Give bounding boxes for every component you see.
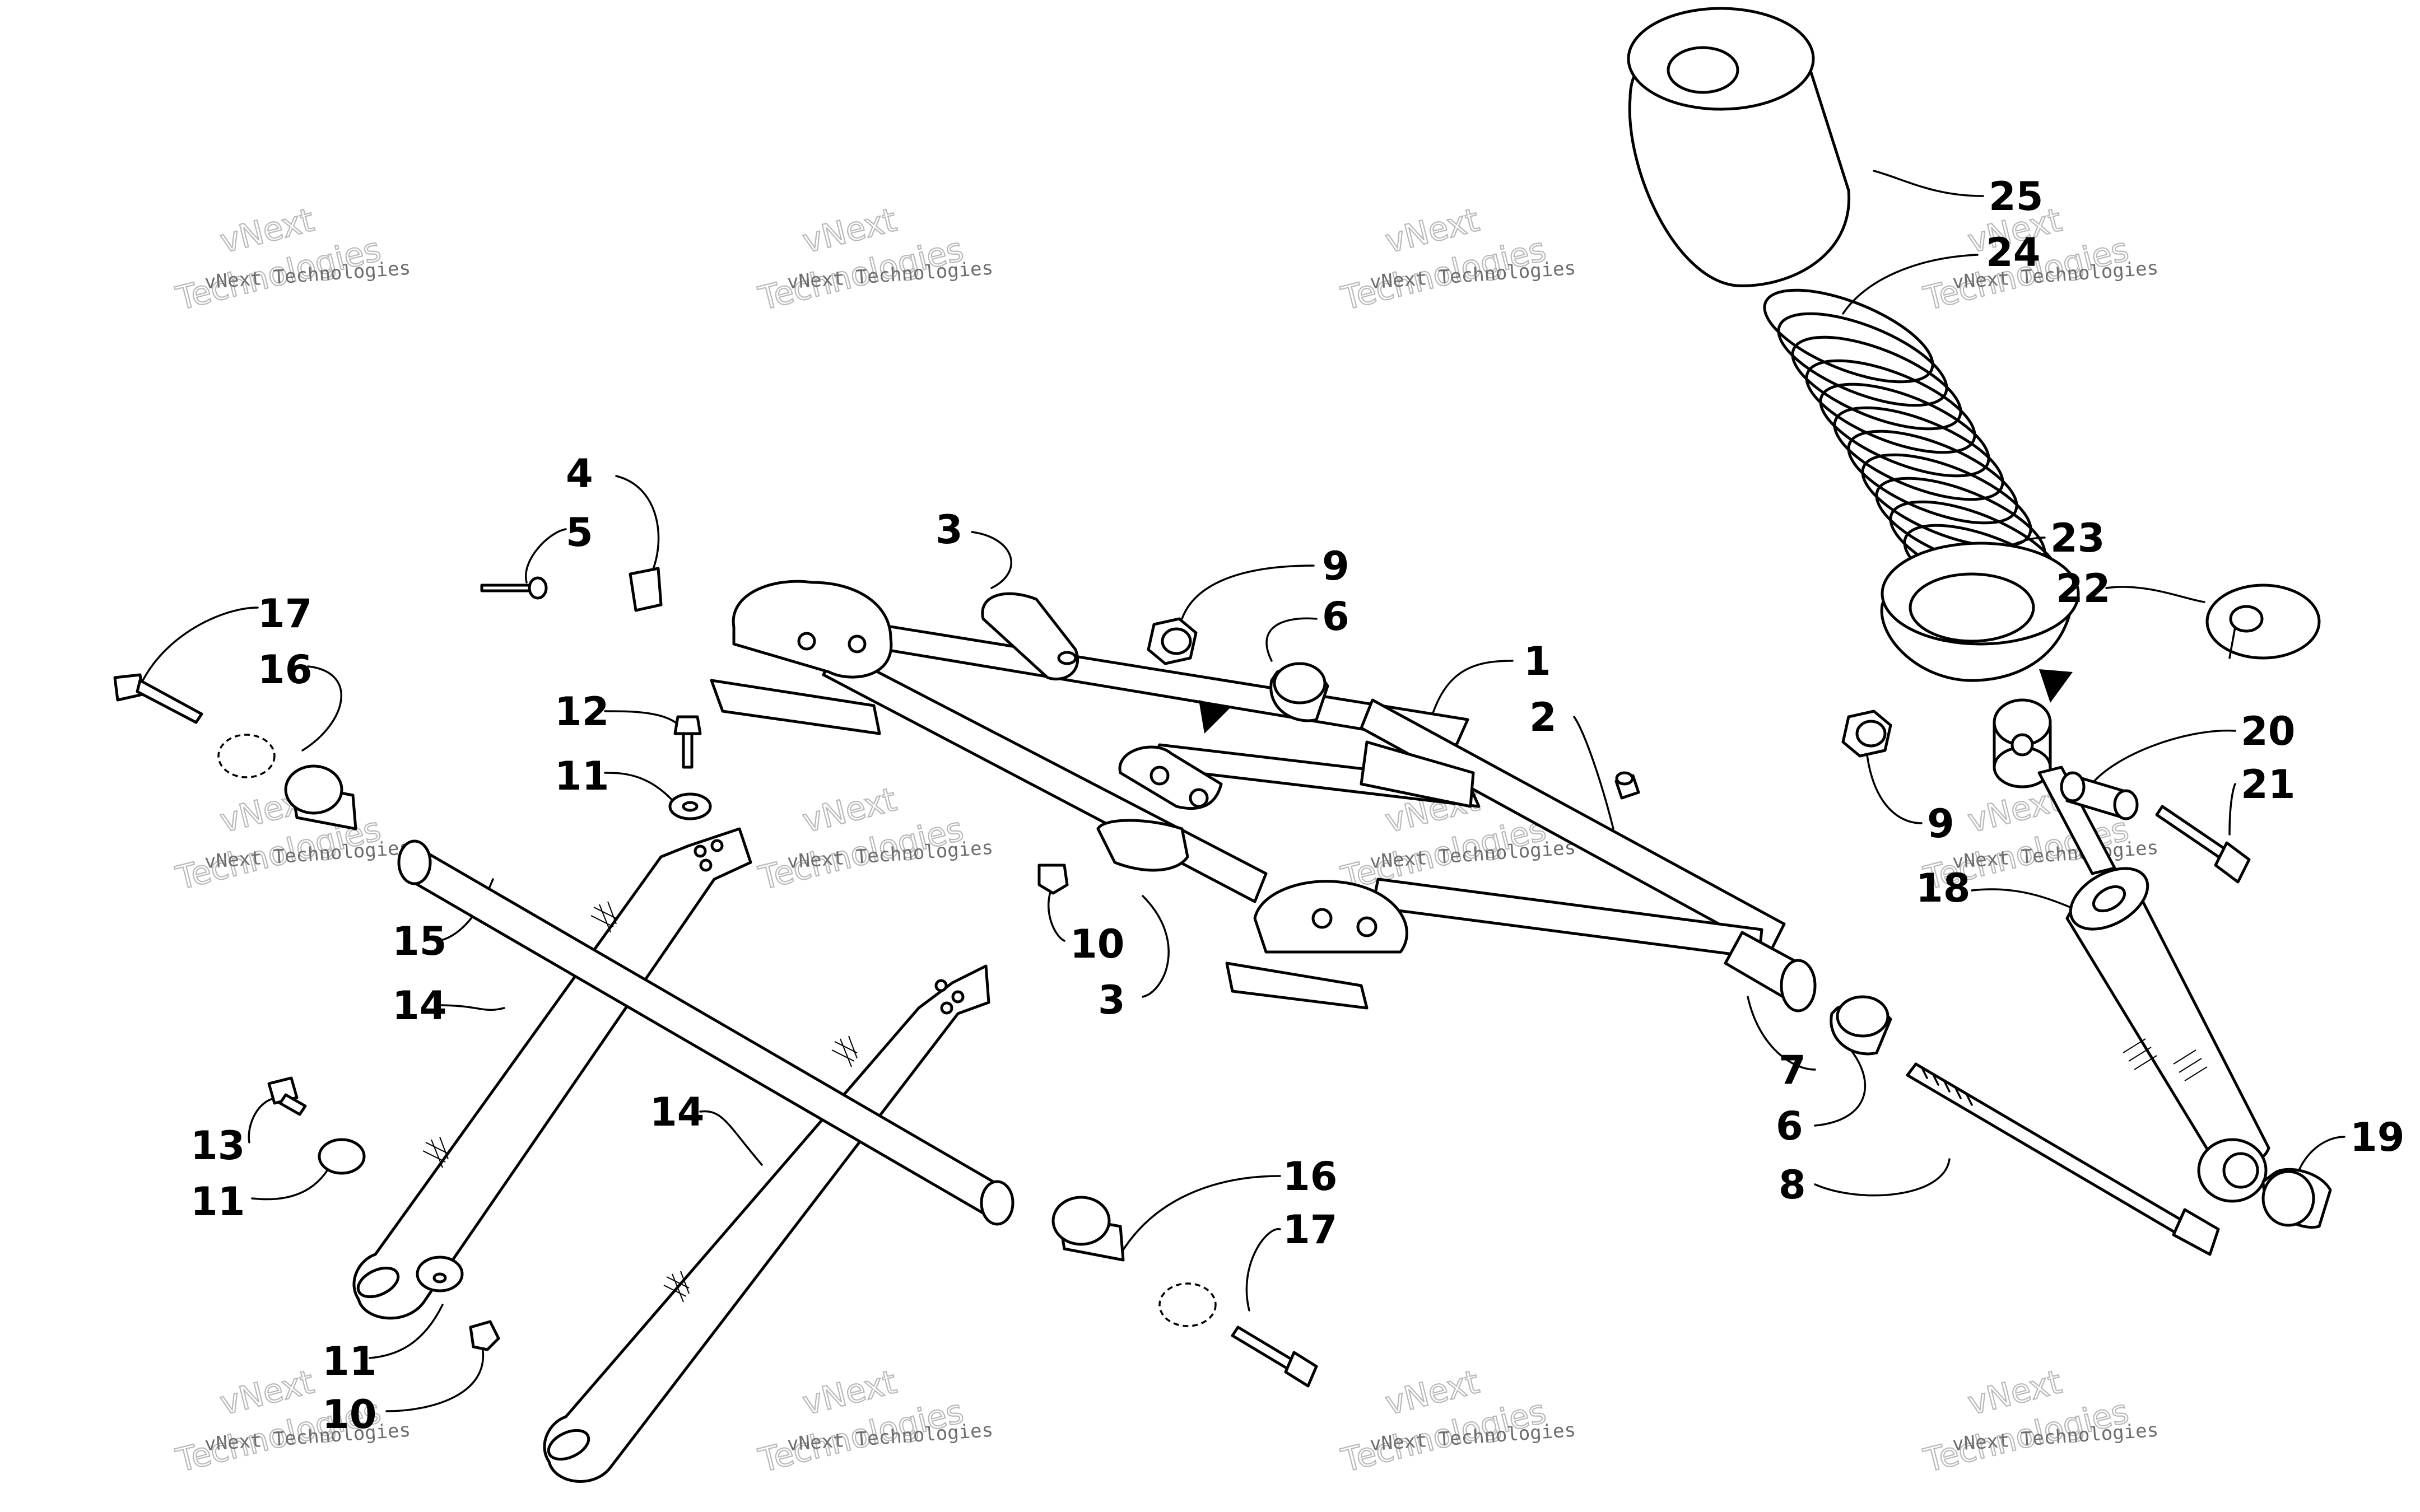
callout-17a: 17 [258, 591, 312, 637]
grease-fitting [1614, 771, 1640, 800]
callout-15: 15 [392, 918, 446, 964]
callout-16b: 16 [1283, 1154, 1337, 1200]
spring-coil [1833, 406, 2004, 501]
callout-3b: 3 [1098, 977, 1125, 1023]
callout-3a: 3 [936, 507, 963, 553]
callout-16a: 16 [258, 647, 312, 693]
long-bolt [1906, 1062, 2220, 1256]
direction-markers [1199, 669, 2073, 734]
callout-1: 1 [1524, 638, 1551, 684]
washer-dashed-right [1158, 1282, 1217, 1327]
bolt-13 [267, 1076, 307, 1116]
shock-spacer [2060, 771, 2139, 820]
callout-23: 23 [2050, 515, 2105, 561]
shock-absorber [1993, 698, 2270, 1203]
callout-21: 21 [2241, 762, 2295, 808]
nut-lower [469, 1320, 500, 1351]
callout-17b: 17 [1283, 1207, 1337, 1253]
spring-coil [1791, 335, 1962, 431]
washer-lower-2 [416, 1256, 464, 1292]
spring-coil [1805, 359, 1976, 454]
wear-pad-upper [981, 592, 1079, 681]
lock-nut-right [1841, 710, 1892, 758]
spring-coil [1847, 430, 2018, 525]
callout-20: 20 [2241, 708, 2295, 754]
callout-24: 24 [1986, 230, 2040, 276]
callout-19: 19 [2350, 1114, 2404, 1160]
shock-boot [1627, 7, 1851, 287]
callout-5: 5 [566, 510, 593, 556]
bushing-lower [1830, 995, 1892, 1056]
callout-14b: 14 [650, 1089, 704, 1135]
clip [629, 567, 663, 612]
washer-lower-1 [318, 1138, 366, 1175]
callout-12: 12 [555, 689, 609, 735]
spring-retainer [2205, 584, 2321, 660]
leader-lines [142, 170, 2345, 1412]
slide-strap-right [543, 964, 990, 1483]
callout-10a: 10 [1070, 921, 1124, 967]
coil-spring [1763, 288, 2074, 619]
bolt-12 [673, 715, 702, 769]
callout-22: 22 [2056, 566, 2110, 612]
cross-shaft [397, 839, 1014, 1226]
bushing-16-left [284, 764, 357, 830]
callout-4: 4 [566, 451, 593, 497]
hatch-marks [422, 901, 858, 1303]
spring-coil [1777, 312, 1948, 407]
lower-shock-bushing [2261, 1168, 2332, 1229]
callout-14a: 14 [392, 983, 446, 1029]
spring-coil [1861, 453, 2032, 548]
spring-seat [1880, 542, 2080, 682]
callout-13: 13 [190, 1123, 245, 1169]
washer-upper [668, 792, 712, 820]
callout-18: 18 [1916, 865, 1970, 911]
rivet [480, 576, 548, 600]
callout-10b: 10 [322, 1392, 376, 1438]
nut-middle [1037, 864, 1069, 895]
callout-25: 25 [1989, 174, 2043, 220]
callout-7: 7 [1779, 1047, 1806, 1093]
callout-9b: 9 [1927, 801, 1954, 847]
lock-nut-upper [1147, 617, 1198, 665]
callout-11c: 11 [322, 1338, 376, 1384]
shock-bolt [2155, 805, 2251, 884]
spring-coil [1763, 288, 1934, 384]
bushing-upper [1269, 662, 1329, 722]
callout-11a: 11 [555, 753, 609, 799]
callout-6a: 6 [1322, 594, 1349, 640]
bushing-16-right [1051, 1196, 1125, 1262]
bolt-17-right [1231, 1326, 1318, 1388]
callout-9a: 9 [1322, 543, 1349, 589]
bolt-17-left [113, 673, 203, 724]
callout-11b: 11 [190, 1179, 245, 1225]
spring-coil [1819, 382, 1990, 478]
slide-strap-left [352, 827, 752, 1320]
washer-dashed-left [217, 734, 276, 778]
wear-pad-lower [1096, 819, 1189, 872]
callout-2: 2 [1529, 694, 1557, 740]
callout-8: 8 [1779, 1162, 1806, 1208]
callout-labels: 1 2 3 3 4 5 6 6 7 8 9 9 10 10 11 11 11 1… [190, 174, 2404, 1438]
callout-6b: 6 [1776, 1103, 1803, 1149]
